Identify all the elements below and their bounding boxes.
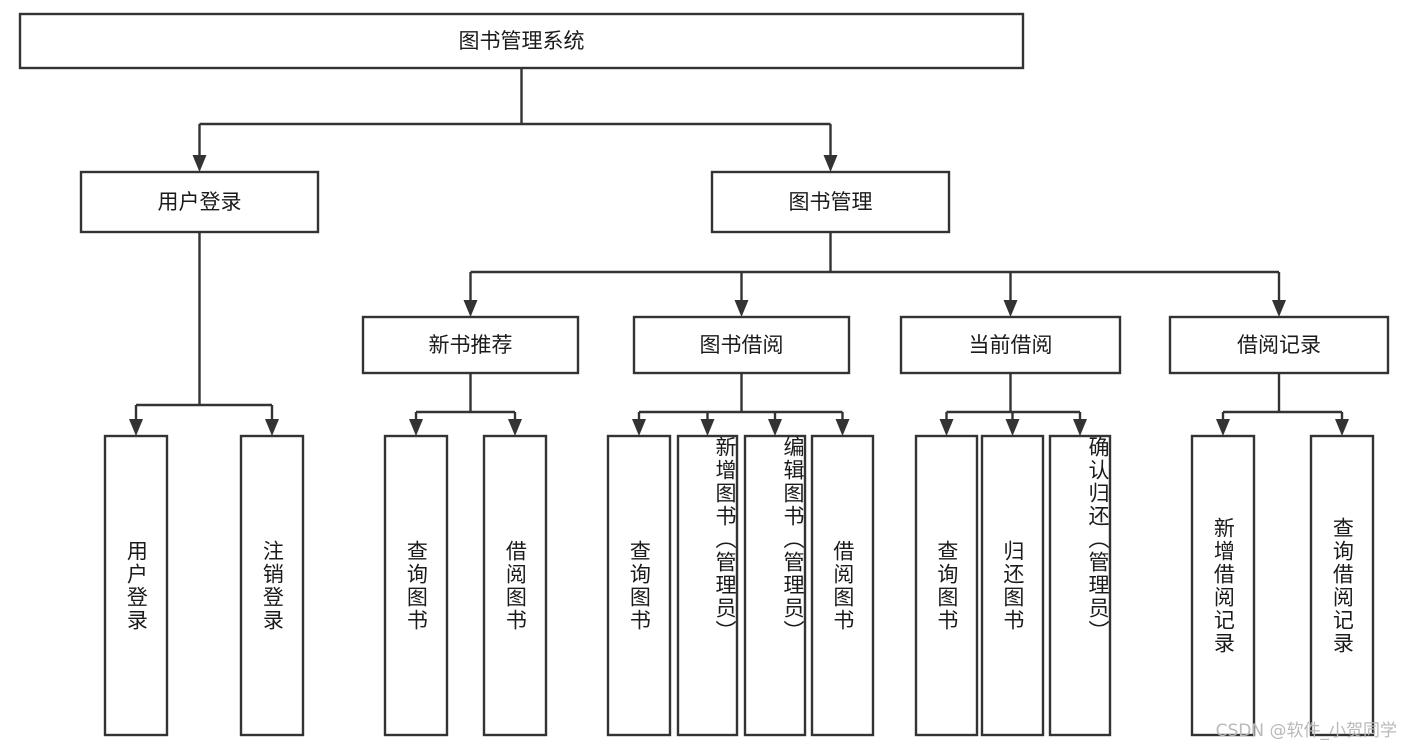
node-box-root-图书管理系统[interactable]	[18, 12, 1025, 70]
node-box-leaf-确认归还管理员[interactable]	[1048, 434, 1112, 737]
node-label-l2-图书管理: 图书管理	[789, 190, 873, 214]
node-label-l3-当前借阅: 当前借阅	[969, 333, 1053, 357]
node-box-leaf-借阅图书[interactable]	[810, 434, 875, 737]
node-box-l2-图书管理[interactable]	[710, 170, 951, 234]
node-label-l3-新书推荐: 新书推荐	[429, 333, 513, 357]
arrow-head-icon	[700, 419, 715, 436]
arrow-head-icon	[1335, 419, 1349, 436]
node-box-leaf-查询图书[interactable]	[914, 434, 979, 737]
node-box-leaf-编辑图书管理员[interactable]	[743, 434, 807, 737]
arrow-head-icon	[129, 419, 143, 436]
arrow-head-icon	[409, 419, 423, 436]
node-box-l3-借阅记录[interactable]	[1168, 315, 1390, 375]
node-box-leaf-查询图书[interactable]	[383, 434, 449, 737]
node-box-leaf-新增图书管理员[interactable]	[676, 434, 739, 737]
arrow-head-icon	[265, 419, 279, 436]
csdn-watermark: CSDN @软件_小贺同学	[1215, 721, 1397, 741]
node-box-leaf-查询借阅记录[interactable]	[1309, 434, 1375, 737]
node-label-root-图书管理系统: 图书管理系统	[459, 29, 585, 53]
node-box-l2-用户登录[interactable]	[79, 170, 320, 234]
node-box-leaf-借阅图书[interactable]	[482, 434, 548, 737]
node-label-l3-图书借阅: 图书借阅	[700, 333, 784, 357]
node-box-l3-图书借阅[interactable]	[632, 315, 851, 375]
arrow-head-icon	[463, 300, 478, 317]
arrow-head-icon	[1005, 419, 1020, 436]
node-box-l3-当前借阅[interactable]	[899, 315, 1122, 375]
arrow-head-icon	[192, 155, 207, 172]
node-box-leaf-新增借阅记录[interactable]	[1190, 434, 1256, 737]
arrow-head-icon	[768, 419, 782, 436]
arrow-head-icon	[1003, 300, 1018, 317]
node-box-leaf-查询图书[interactable]	[606, 434, 672, 737]
arrow-head-icon	[1272, 300, 1286, 317]
arrow-head-icon	[508, 419, 522, 436]
boxes-layer	[18, 12, 1390, 737]
arrow-head-icon	[835, 419, 850, 436]
node-label-l3-借阅记录: 借阅记录	[1237, 333, 1321, 357]
arrow-head-icon	[734, 300, 749, 317]
arrow-head-icon	[1073, 419, 1087, 436]
node-box-l3-新书推荐[interactable]	[361, 315, 580, 375]
node-label-l2-用户登录: 用户登录	[158, 190, 242, 214]
node-box-leaf-归还图书[interactable]	[980, 434, 1045, 737]
node-box-leaf-注销登录[interactable]	[239, 434, 305, 737]
arrow-head-icon	[939, 419, 954, 436]
arrow-head-icon	[1216, 419, 1230, 436]
arrow-head-icon	[823, 155, 838, 172]
arrow-head-icon	[632, 419, 646, 436]
node-box-leaf-用户登录[interactable]	[103, 434, 169, 737]
connectors-layer	[129, 68, 1349, 436]
